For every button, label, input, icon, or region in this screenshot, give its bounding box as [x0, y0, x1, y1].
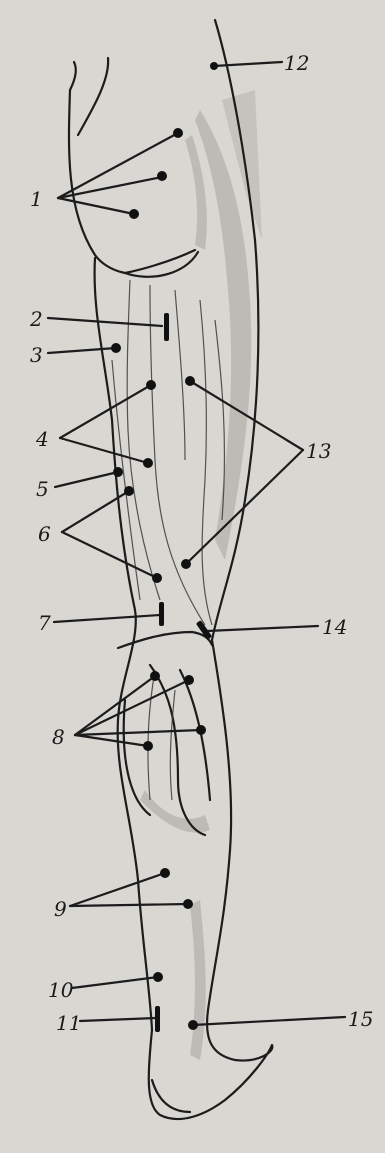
point-13b [181, 559, 191, 569]
point-4a [146, 380, 156, 390]
label-6: 6 [38, 522, 51, 546]
point-8c [196, 725, 206, 735]
point-8a [150, 671, 160, 681]
point-1a [173, 128, 183, 138]
label-13: 13 [306, 439, 331, 463]
point-1c [129, 209, 139, 219]
point-8d [143, 741, 153, 751]
label-10: 10 [48, 978, 74, 1002]
label-12: 12 [284, 51, 309, 75]
point-10 [153, 972, 163, 982]
label-9: 9 [54, 897, 67, 921]
point-12 [210, 62, 218, 70]
label-1: 1 [30, 187, 43, 211]
point-6a [124, 486, 134, 496]
label-4: 4 [35, 427, 49, 451]
bar-11 [155, 1006, 160, 1032]
point-3 [111, 343, 121, 353]
point-8b [184, 675, 194, 685]
point-1b [157, 171, 167, 181]
point-6b [152, 573, 162, 583]
label-15: 15 [348, 1007, 373, 1031]
label-14: 14 [322, 615, 347, 639]
point-5 [113, 467, 123, 477]
label-3: 3 [30, 343, 43, 367]
point-13a [185, 376, 195, 386]
bar-2 [164, 313, 169, 341]
bar-7 [159, 602, 164, 626]
label-7: 7 [38, 611, 51, 635]
label-8: 8 [52, 725, 65, 749]
label-5: 5 [36, 477, 49, 501]
point-4b [143, 458, 153, 468]
point-15 [188, 1020, 198, 1030]
point-9a [160, 868, 170, 878]
label-2: 2 [29, 307, 43, 331]
point-9b [183, 899, 193, 909]
label-11: 11 [56, 1011, 81, 1035]
